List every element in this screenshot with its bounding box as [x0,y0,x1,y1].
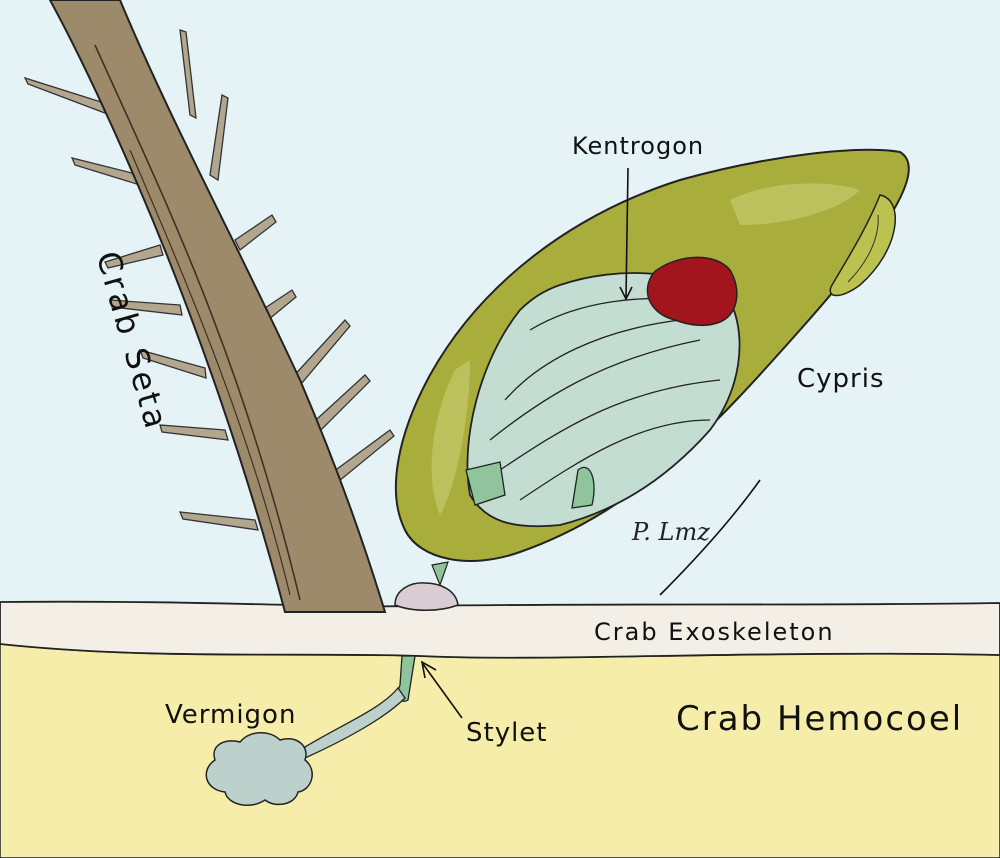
seta-inner-line [129,149,291,596]
kentrogon-label: Kentrogon [572,132,705,160]
kentrogon-limb [571,466,595,509]
kentrogon-limb [465,461,506,506]
kentrogon-arrow [625,167,629,299]
cypris-highlight [431,360,470,515]
vermigon-label: Vermigon [165,700,297,730]
stylet-tube [431,561,449,587]
stylet-arrowhead [420,660,437,679]
stylet-label: Stylet [466,718,548,748]
crab-hemocoel-region [0,643,1000,858]
artist-signature: P. Lmz [632,518,710,546]
crab-exoskeleton-band [0,600,1000,659]
kentrogon-arrowhead [619,286,633,301]
seta-inner-line [94,44,301,601]
adhesive-pad [394,582,459,611]
crab-exoskeleton-label: Crab Exoskeleton [594,618,835,646]
seta-barbs [23,29,395,531]
crab-hemocoel-label: Crab Hemocoel [676,699,964,739]
cypris-label: Cypris [797,364,885,394]
kentrogon-folds [489,297,721,501]
cypris-highlight [730,183,860,225]
vermigon-body [205,732,313,807]
kentrogon-red-mass [646,256,738,327]
cypris-anterior-lobe [829,194,897,297]
crab-seta-shaft [48,0,387,613]
signature-stroke [659,479,761,596]
label-arrows [420,167,761,719]
cypris-lobe-line [847,214,879,283]
stylet-arrow [422,663,463,719]
